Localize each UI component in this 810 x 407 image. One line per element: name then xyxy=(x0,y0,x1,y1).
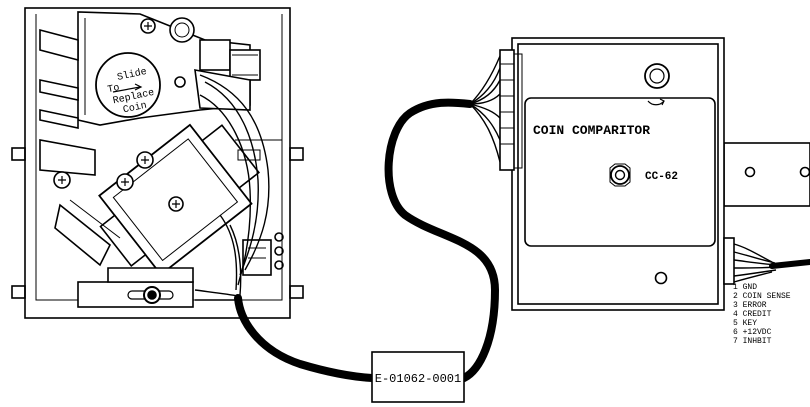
pinout-item: 3 ERROR xyxy=(733,301,767,310)
pinout-item: 4 CREDIT xyxy=(733,310,772,319)
pinout-item: 6 +12VDC xyxy=(733,328,772,337)
comparitor-model: CC-62 xyxy=(645,171,678,183)
part-number-label: E-01062-0001 xyxy=(375,372,461,386)
pinout-item: 5 KEY xyxy=(733,319,757,328)
pinout-item: 1 GND xyxy=(733,283,757,292)
part-number-tag: E-01062-0001 xyxy=(371,351,465,403)
harness-cable xyxy=(234,55,501,382)
coin-comparitor xyxy=(499,37,810,311)
comparitor-title: COIN COMPARITOR xyxy=(533,123,650,138)
slide-label-line: To xyxy=(107,83,121,96)
coin-mechanism xyxy=(11,7,304,319)
pinout-item: 2 COIN SENSE xyxy=(733,292,791,301)
output-wires xyxy=(733,243,810,283)
slide-label-line: Coin xyxy=(122,100,148,117)
pinout-list: 1 GND 2 COIN SENSE 3 ERROR 4 CREDIT 5 KE… xyxy=(733,283,791,346)
pinout-item: 7 INHBIT xyxy=(733,337,772,346)
